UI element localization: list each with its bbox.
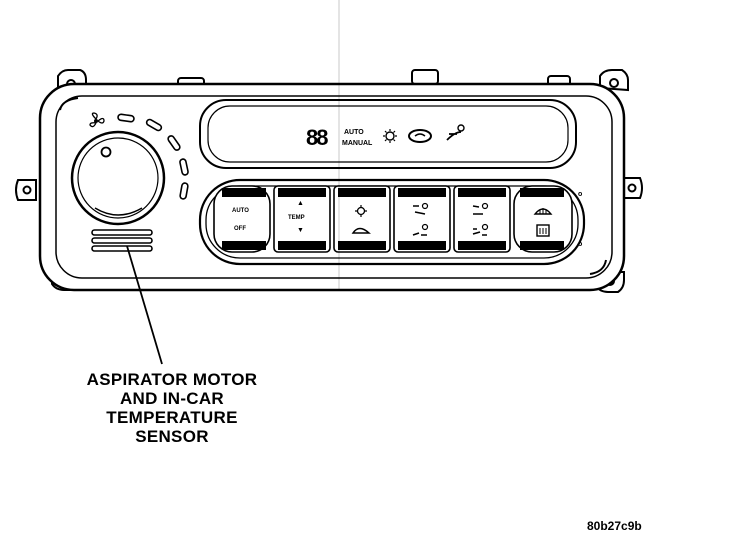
- button-temp[interactable]: ▲ TEMP ▼: [273, 185, 331, 253]
- callout-line-3: TEMPERATURE: [106, 408, 238, 427]
- button-bilevel-mix[interactable]: [453, 185, 511, 253]
- callout-line-2: AND IN-CAR: [119, 389, 225, 408]
- mix-icon: [472, 223, 489, 236]
- button-auto-label: AUTO: [232, 208, 249, 214]
- inner-bezel: [55, 95, 613, 279]
- bilevel-icon: [472, 202, 489, 215]
- button-defrost[interactable]: [513, 185, 573, 253]
- button-recirc-ac[interactable]: [333, 185, 391, 253]
- display-fan-icon: [383, 129, 397, 143]
- display-mode-manual: MANUAL: [342, 140, 373, 147]
- recirculation-icon: [355, 205, 367, 217]
- aspirator-grille: [91, 229, 153, 252]
- display-window: 88 AUTO MANUAL: [199, 99, 577, 169]
- fan-speed-icon: [89, 112, 105, 128]
- temp-label: TEMP: [288, 215, 305, 221]
- side-mark-upper: o: [578, 191, 582, 198]
- button-off-label: OFF: [234, 226, 246, 232]
- display-mode-auto: AUTO: [344, 129, 364, 136]
- figure-id: 80b27c9b: [587, 519, 642, 533]
- side-mark-lower: o: [578, 241, 582, 248]
- blower-speed-knob[interactable]: [70, 130, 166, 226]
- rear-defrost-icon: [536, 224, 550, 237]
- knob-pointer: [100, 146, 112, 158]
- panel-vent-icon: [413, 202, 429, 215]
- callout-line-4: SENSOR: [135, 427, 209, 446]
- callout-leader-line: [126, 245, 163, 365]
- temp-up-arrow[interactable]: ▲: [297, 200, 304, 207]
- display-digits: 88: [306, 125, 328, 150]
- display-airflow-icon: [446, 124, 465, 141]
- temp-down-arrow[interactable]: ▼: [297, 227, 304, 234]
- fan-speed-scale: [117, 113, 189, 200]
- ac-icon: [351, 227, 371, 234]
- button-vent-floor[interactable]: [393, 185, 451, 253]
- defrost-icon: [533, 208, 553, 215]
- callout-line-1: ASPIRATOR MOTOR: [86, 370, 258, 389]
- floor-vent-icon: [412, 223, 429, 236]
- display-recirc-icon: [408, 129, 432, 143]
- button-auto-off[interactable]: AUTO OFF: [213, 185, 271, 253]
- aspirator-callout-label: ASPIRATOR MOTOR AND IN-CAR TEMPERATURE S…: [62, 370, 282, 446]
- bezel-shading: [59, 97, 607, 275]
